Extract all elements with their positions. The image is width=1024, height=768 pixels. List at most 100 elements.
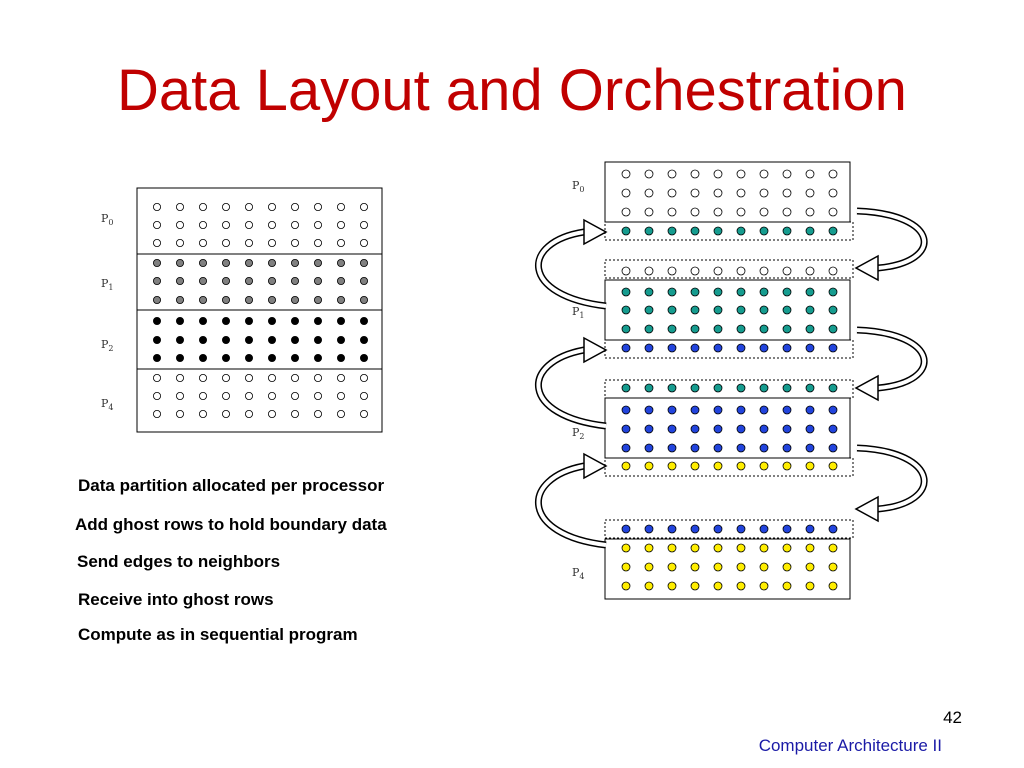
page-number: 42 — [943, 708, 962, 727]
grid-cell-dot — [644, 169, 654, 179]
grid-cell-dot — [782, 524, 792, 534]
ghost-row-frame — [604, 339, 854, 359]
grid-cell-dot — [690, 461, 700, 471]
grid-cell-dot — [267, 202, 276, 211]
right-label-p2: P2 — [572, 426, 585, 441]
grid-cell-dot — [644, 287, 654, 297]
grid-cell-dot — [782, 207, 792, 217]
grid-cell-dot — [152, 373, 161, 382]
grid-cell-dot — [782, 305, 792, 315]
grid-cell-dot — [359, 202, 368, 211]
grid-cell-dot — [713, 461, 723, 471]
grid-cell-dot — [221, 335, 230, 344]
grid-cell-dot — [667, 461, 677, 471]
block-p0-frame — [604, 161, 851, 223]
grid-cell-dot — [336, 258, 345, 267]
left-arrow-outline — [534, 228, 607, 310]
grid-cell-dot — [221, 258, 230, 267]
grid-cell-dot — [198, 335, 207, 344]
left-label-p1: P1 — [101, 277, 114, 292]
left-grid: P0 P1 P2 P4 — [101, 187, 383, 433]
grid-cell-dot — [621, 324, 631, 334]
grid-cell-dot — [175, 391, 184, 400]
grid-cell-dot — [244, 238, 253, 247]
grid-cell-dot — [152, 316, 161, 325]
grid-cell-dot — [198, 276, 207, 285]
bullet-data-partition: Data partition allocated per processor — [78, 476, 385, 495]
grid-cell-dot — [690, 581, 700, 591]
grid-cell-dot — [175, 316, 184, 325]
grid-cell-dot — [828, 443, 838, 453]
left-arrow-outline — [534, 462, 607, 549]
grid-cell-dot — [667, 188, 677, 198]
block-p4-frame — [604, 538, 851, 600]
grid-cell-dot — [759, 324, 769, 334]
grid-cell-dot — [805, 266, 815, 276]
bullet-receive: Receive into ghost rows — [78, 590, 274, 609]
grid-cell-dot — [644, 461, 654, 471]
grid-cell-dot — [805, 424, 815, 434]
grid-cell-dot — [313, 258, 322, 267]
grid-cell-dot — [667, 169, 677, 179]
grid-cell-dot — [198, 295, 207, 304]
grid-cell-dot — [175, 258, 184, 267]
grid-cell-dot — [690, 543, 700, 553]
grid-cell-dot — [759, 543, 769, 553]
grid-cell-dot — [644, 305, 654, 315]
grid-cell-dot — [713, 226, 723, 236]
grid-cell-dot — [759, 524, 769, 534]
grid-cell-dot — [828, 169, 838, 179]
left-arrow-fill — [536, 464, 607, 547]
grid-cell-dot — [244, 258, 253, 267]
grid-cell-dot — [267, 316, 276, 325]
grid-cell-dot — [782, 424, 792, 434]
grid-cell-dot — [198, 353, 207, 362]
grid-cell-dot — [290, 409, 299, 418]
grid-cell-dot — [359, 238, 368, 247]
grid-cell-dot — [244, 353, 253, 362]
grid-cell-dot — [713, 524, 723, 534]
grid-cell-dot — [667, 266, 677, 276]
ghost-row-frame — [604, 259, 854, 279]
grid-cell-dot — [313, 276, 322, 285]
grid-cell-dot — [313, 391, 322, 400]
grid-cell-dot — [359, 373, 368, 382]
grid-cell-dot — [713, 207, 723, 217]
grid-cell-dot — [290, 220, 299, 229]
grid-cell-dot — [621, 207, 631, 217]
grid-cell-dot — [221, 238, 230, 247]
grid-cell-dot — [152, 409, 161, 418]
grid-cell-dot — [828, 524, 838, 534]
grid-cell-dot — [759, 405, 769, 415]
bullet-ghost-rows: Add ghost rows to hold boundary data — [75, 515, 387, 534]
grid-cell-dot — [267, 373, 276, 382]
grid-cell-dot — [736, 581, 746, 591]
grid-cell-dot — [198, 373, 207, 382]
grid-cell-dot — [359, 276, 368, 285]
grid-cell-dot — [759, 343, 769, 353]
grid-cell-dot — [667, 226, 677, 236]
grid-cell-dot — [805, 324, 815, 334]
grid-cell-dot — [713, 305, 723, 315]
grid-cell-dot — [621, 461, 631, 471]
grid-cell-dot — [667, 383, 677, 393]
grid-cell-dot — [621, 405, 631, 415]
grid-cell-dot — [152, 353, 161, 362]
grid-cell-dot — [221, 391, 230, 400]
grid-cell-dot — [267, 238, 276, 247]
grid-cell-dot — [782, 443, 792, 453]
grid-cell-dot — [152, 276, 161, 285]
grid-cell-dot — [221, 353, 230, 362]
grid-cell-dot — [198, 202, 207, 211]
grid-cell-dot — [336, 276, 345, 285]
grid-cell-dot — [644, 524, 654, 534]
grid-cell-dot — [313, 353, 322, 362]
block-p1-frame — [604, 279, 851, 341]
grid-cell-dot — [359, 353, 368, 362]
grid-cell-dot — [690, 266, 700, 276]
grid-cell-dot — [621, 443, 631, 453]
grid-cell-dot — [175, 353, 184, 362]
grid-cell-dot — [690, 443, 700, 453]
grid-cell-dot — [805, 169, 815, 179]
grid-cell-dot — [313, 220, 322, 229]
